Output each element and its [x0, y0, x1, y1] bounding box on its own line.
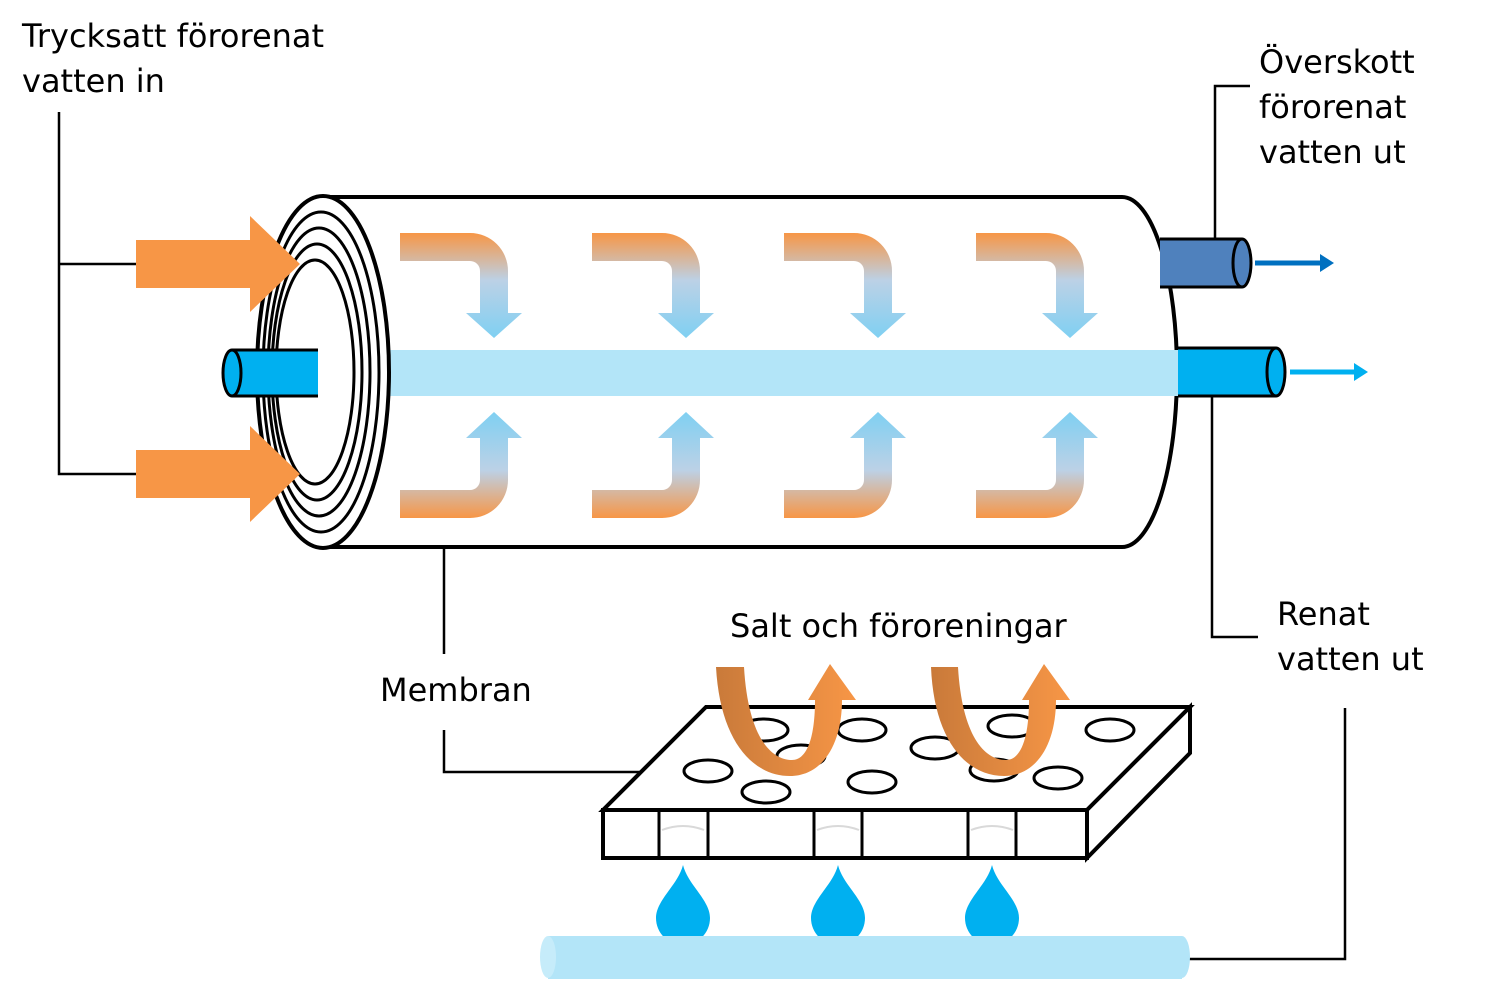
membrane-label-text: Membran — [380, 671, 532, 709]
salt-label: Salt och föroreningar — [730, 604, 1067, 649]
flow-arrow-up-1 — [400, 412, 522, 518]
inlet-label-line-1: Trycksatt förorenat — [22, 17, 325, 55]
feed-arrow-bottom — [136, 426, 300, 522]
flow-arrow-up-2 — [592, 412, 714, 518]
flow-arrows — [400, 233, 1098, 518]
inlet-label: Trycksatt förorenat vatten in — [22, 14, 324, 104]
clean-outlet-pipe — [1178, 346, 1368, 398]
flow-arrow-down-4 — [976, 233, 1098, 338]
clean-label: Renat vatten ut — [1277, 592, 1424, 682]
flow-arrow-up-4 — [976, 412, 1098, 518]
excess-label: Överskott förorenat vatten ut — [1259, 40, 1415, 175]
waste-outlet-pipe — [1160, 237, 1334, 289]
clean-label-line-1: Renat — [1277, 595, 1370, 633]
flow-arrow-down-2 — [592, 233, 714, 338]
flow-arrow-up-3 — [784, 412, 906, 518]
water-drop-2 — [811, 865, 865, 945]
flow-arrow-down-3 — [784, 233, 906, 338]
membrane-leader-bottom — [442, 730, 660, 774]
clean-water-bar — [540, 936, 1190, 979]
salt-arrow-1 — [716, 664, 856, 776]
membrane-channels — [657, 810, 1018, 858]
inlet-label-line-2: vatten in — [22, 62, 165, 100]
excess-label-line-2: förorenat — [1259, 88, 1407, 126]
salt-arrow-2 — [931, 664, 1070, 776]
outlet-bar-leader — [1155, 708, 1347, 961]
excess-leader — [1213, 84, 1250, 262]
membrane-label: Membran — [380, 668, 532, 713]
water-drop-1 — [656, 865, 710, 945]
salt-arrows — [716, 664, 1070, 776]
permeate-channel — [318, 350, 1178, 396]
excess-label-line-3: vatten ut — [1259, 133, 1406, 171]
water-drops — [656, 865, 1019, 945]
flow-arrow-down-1 — [400, 233, 522, 338]
feed-arrow-top — [136, 216, 300, 312]
feed-arrows — [136, 216, 300, 522]
salt-label-text: Salt och föroreningar — [730, 607, 1067, 645]
clean-leader — [1210, 372, 1258, 639]
clean-label-line-2: vatten ut — [1277, 640, 1424, 678]
excess-label-line-1: Överskott — [1259, 43, 1415, 81]
inlet-leader — [57, 112, 136, 476]
inlet-permeate-pipe — [221, 348, 318, 398]
water-drop-3 — [965, 865, 1019, 945]
